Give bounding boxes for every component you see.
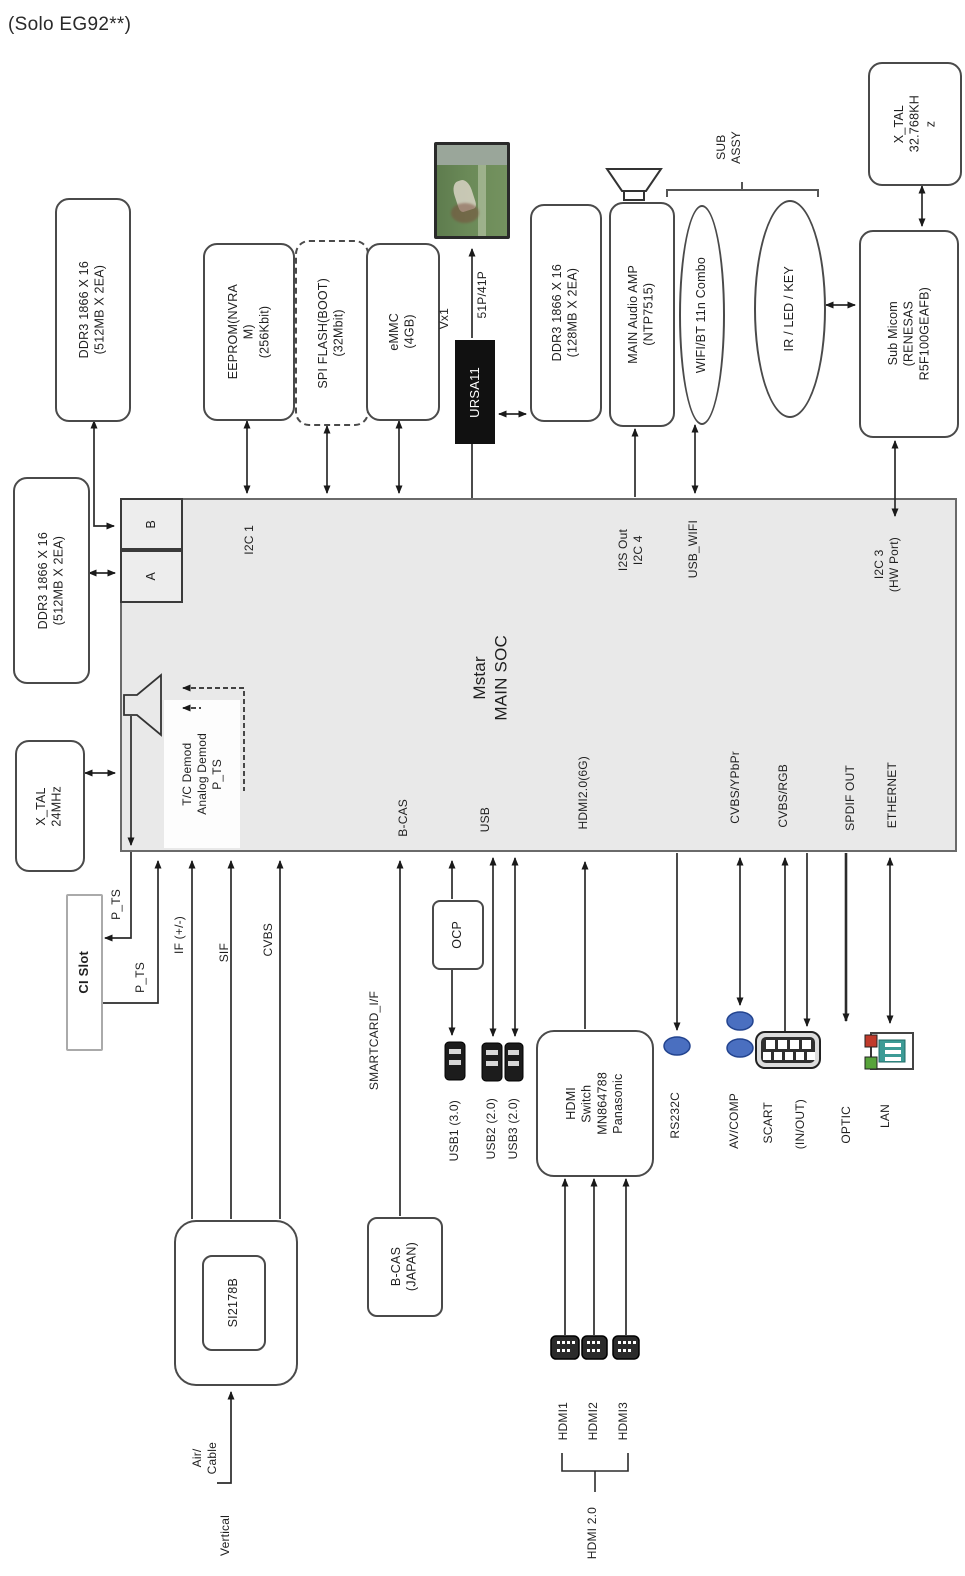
block-emmc: eMMC (4GB) <box>366 243 440 421</box>
label-vx1: Vx1 <box>436 308 451 330</box>
avcomp-jack-icon-1 <box>726 1011 754 1031</box>
block-ddr3-left: DDR3 1866 X 16 (512MB X 2EA) <box>13 477 90 684</box>
block-xtal-32k: X_TAL 32.768KH z <box>868 62 962 186</box>
block-hdmi-switch: HDMI Switch MN864788 Panasonic <box>536 1030 654 1177</box>
block-sub-micom: Sub Micom (RENESAS R5F100GEAFB) <box>859 230 959 438</box>
label-hdmi2: HDMI2 <box>585 1401 600 1441</box>
soc-port-a: A <box>120 550 183 603</box>
soc-label-cvbs-ypbpr: CVBS/YPbPr <box>727 751 742 824</box>
soc-label-hdmi: HDMI2.0(6G) <box>575 756 590 830</box>
block-spi-flash: SPI FLASH(BOOT) (32Mbit) <box>295 240 369 426</box>
main-soc-block <box>120 498 957 852</box>
label-hdmi-2-0: HDMI 2.0 <box>584 1506 599 1560</box>
avcomp-jack-icon-2 <box>726 1038 754 1058</box>
rs232c-jack-icon <box>663 1036 691 1056</box>
hdmi2-connector-icon <box>581 1335 608 1360</box>
label-usb1: USB1 (3.0) <box>446 1100 461 1162</box>
block-bcas-japan: B-CAS (JAPAN) <box>367 1217 443 1317</box>
label-lan: LAN <box>877 1104 892 1128</box>
soc-label-usb: USB <box>477 807 492 833</box>
lan-connector-icon <box>864 1032 914 1070</box>
label-air-cable: Air/ Cable <box>190 1441 219 1475</box>
soc-label-ethernet: ETHERNET <box>884 762 899 829</box>
soc-name: Mstar MAIN SOC <box>469 634 510 721</box>
label-pts-in: P_TS <box>132 961 147 993</box>
signal-arrows <box>84 185 926 1484</box>
tv-shadow <box>451 203 479 224</box>
hdmi3-connector-icon <box>612 1335 640 1360</box>
block-ir-led-key: IR / LED / KEY <box>754 200 826 418</box>
demod-speaker-icon <box>123 673 162 737</box>
label-scart: SCART <box>760 1101 775 1144</box>
soc-label-spdif: SPDIF OUT <box>842 765 857 831</box>
label-vx1-pins: 51P/41P <box>474 271 489 319</box>
soc-label-demod: T/C Demod Analog Demod P_TS <box>164 700 240 848</box>
hdmi1-connector-icon <box>550 1335 580 1360</box>
soc-label-i2c3: I2C 3 (HW Port) <box>872 537 901 593</box>
scart-connector-icon <box>755 1031 821 1069</box>
label-cvbs: CVBS <box>260 922 275 957</box>
block-ddr3-sub: DDR3 1866 X 16 (128MB X 2EA) <box>530 204 602 422</box>
wire-ddr3top-portB <box>90 420 115 530</box>
wire-pts-to-cislot <box>104 852 132 942</box>
block-wifi-combo: WIFI/BT 11n Combo <box>679 205 725 425</box>
label-rs232c: RS232C <box>667 1092 682 1139</box>
label-smartcard: SMARTCARD_I/F <box>366 990 381 1091</box>
label-if: IF (+/-) <box>171 916 186 954</box>
label-usb3: USB3 (2.0) <box>505 1098 520 1160</box>
block-audio-amp: MAIN Audio AMP (NTP7515) <box>609 202 675 427</box>
label-sif: SIF <box>216 942 231 963</box>
usb3-connector-icon <box>504 1042 524 1082</box>
label-hdmi1: HDMI1 <box>555 1401 570 1441</box>
wire-demod-dash-1 <box>182 684 245 791</box>
block-tuner: SI2178B <box>202 1255 266 1351</box>
block-ci-slot: CI Slot <box>66 894 103 1051</box>
soc-label-i2s-i2c4: I2S Out I2C 4 <box>616 528 645 572</box>
label-hdmi3: HDMI3 <box>615 1401 630 1441</box>
block-eeprom: EEPROM(NVRA M) (256Kbit) <box>203 243 295 421</box>
hdmi-group-bracket <box>561 1453 629 1492</box>
tv-stripe <box>477 165 486 236</box>
soc-label-usb-wifi: USB_WIFI <box>685 519 700 579</box>
label-pts-out: P_TS <box>108 888 123 920</box>
soc-port-b: B <box>120 498 183 550</box>
label-vertical: Vertical <box>217 1515 232 1556</box>
sub-assy-bracket <box>666 182 819 197</box>
block-ddr3-top: DDR3 1866 X 16 (512MB X 2EA) <box>55 198 131 422</box>
soc-label-bcas: B-CAS <box>395 798 410 837</box>
soc-label-cvbs-rgb: CVBS/RGB <box>775 763 790 828</box>
block-tuner-outer: SI2178B <box>174 1220 298 1386</box>
label-scart-inout: (IN/OUT) <box>792 1099 807 1150</box>
tv-stands <box>437 145 507 166</box>
block-xtal-24m: X_TAL 24MHz <box>15 740 85 872</box>
wire-cislot-to-soc <box>99 860 162 1004</box>
soc-label-i2c1: I2C 1 <box>241 525 256 555</box>
block-ursa11: URSA11 <box>455 340 495 444</box>
speaker-icon <box>605 168 663 201</box>
usb1-connector-icon <box>444 1041 466 1081</box>
diagram-title: (Solo EG92**) <box>8 14 132 35</box>
wire-tuner-input <box>217 1391 235 1484</box>
label-optic: OPTIC <box>838 1105 853 1144</box>
label-sub-assy: SUB ASSY <box>714 130 743 164</box>
block-ocp: OCP <box>432 900 484 970</box>
usb2-connector-icon <box>481 1042 503 1082</box>
tv-screen-image <box>434 142 510 239</box>
label-avcomp: AV/COMP <box>726 1093 741 1149</box>
